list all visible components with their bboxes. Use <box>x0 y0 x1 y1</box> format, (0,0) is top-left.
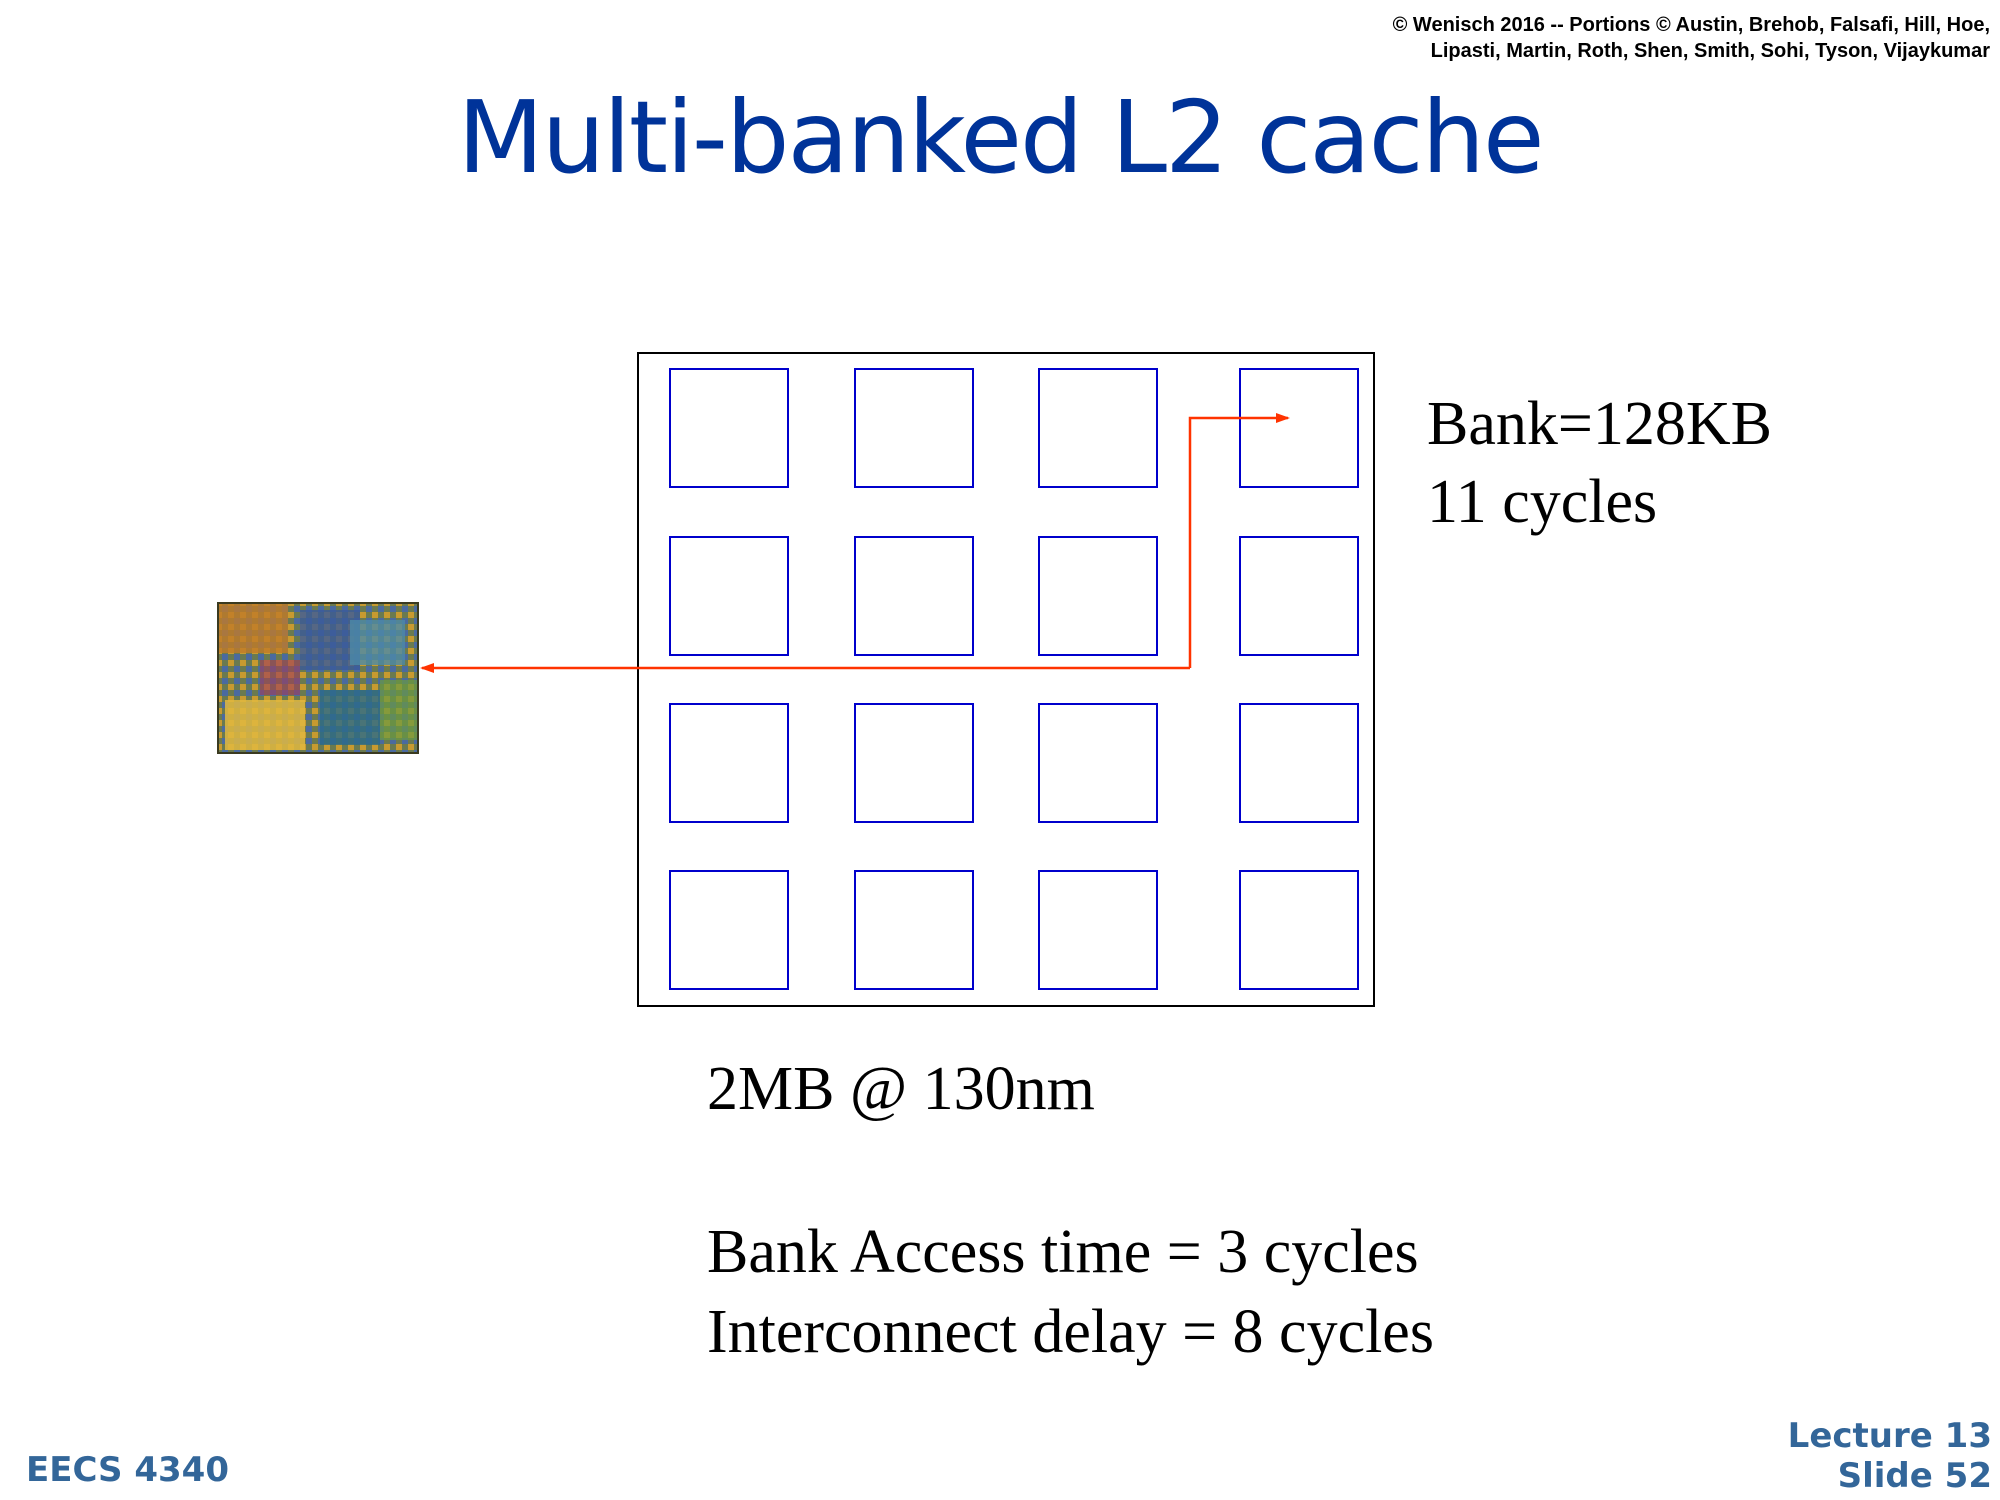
bank-1-3 <box>1239 536 1359 656</box>
bank-2-3 <box>1239 703 1359 823</box>
bank-2-2 <box>1038 703 1158 823</box>
processor-die-image <box>217 602 419 754</box>
bank-0-1 <box>854 368 974 488</box>
bank-1-1 <box>854 536 974 656</box>
bank-1-2 <box>1038 536 1158 656</box>
interconnect-path <box>1188 413 1290 668</box>
interconnect-delay-label: Interconnect delay = 8 cycles <box>707 1298 1434 1366</box>
lecture-label: Lecture 13 <box>1787 1416 1992 1456</box>
bank-0-2 <box>1038 368 1158 488</box>
bank-access-time-label: Bank Access time = 3 cycles <box>707 1218 1419 1286</box>
copyright-line-1: © Wenisch 2016 -- Portions © Austin, Bre… <box>1392 14 1990 36</box>
copyright-line-2: Lipasti, Martin, Roth, Shen, Smith, Sohi… <box>1430 40 1990 62</box>
bank-0-3 <box>1239 368 1359 488</box>
bank-2-1 <box>854 703 974 823</box>
bank-cycles-label: 11 cycles <box>1427 468 1658 536</box>
bank-2-0 <box>669 703 789 823</box>
bank-3-1 <box>854 870 974 990</box>
bank-size-label: Bank=128KB <box>1427 390 1772 458</box>
course-label: EECS 4340 <box>26 1450 229 1490</box>
bank-3-3 <box>1239 870 1359 990</box>
slide-title: Multi-banked L2 cache <box>457 79 1544 196</box>
bank-3-0 <box>669 870 789 990</box>
slide-label: Slide 52 <box>1837 1456 1992 1496</box>
bank-0-0 <box>669 368 789 488</box>
bank-1-0 <box>669 536 789 656</box>
copyright-notice: © Wenisch 2016 -- Portions © Austin, Bre… <box>990 12 1990 64</box>
bank-3-2 <box>1038 870 1158 990</box>
cache-size-label: 2MB @ 130nm <box>707 1055 1095 1123</box>
slide-number: Lecture 13 Slide 52 <box>1788 1416 1992 1496</box>
l2-cache-outline <box>637 352 1375 1007</box>
bank-grid <box>669 368 1359 990</box>
